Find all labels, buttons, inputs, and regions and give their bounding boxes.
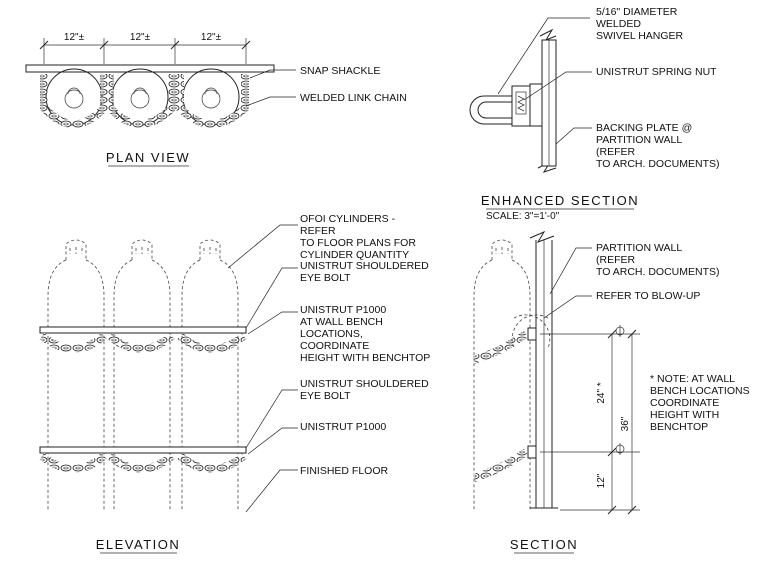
section-view: 24" * 36" 12" PARTITION WALL (REFER TO A… bbox=[472, 230, 753, 554]
elevation-view: OFOI CYLINDERS - REFER TO FLOOR PLANS FO… bbox=[39, 213, 432, 554]
plan-view-title: PLAN VIEW bbox=[106, 150, 190, 165]
elevation-lower-chain bbox=[177, 452, 247, 473]
elevation-cylinder bbox=[181, 239, 239, 510]
plan-chain bbox=[40, 74, 108, 128]
leader-welded-chain bbox=[245, 96, 296, 107]
leader-p1000-top bbox=[247, 311, 298, 335]
section-title: SECTION bbox=[510, 537, 578, 552]
note-eye-bolt-top: UNISTRUT SHOULDERED EYE BOLT bbox=[300, 260, 432, 284]
note-backing-plate: BACKING PLATE @ PARTITION WALL (REFER TO… bbox=[596, 122, 719, 170]
note-snap-shackle: SNAP SHACKLE bbox=[300, 65, 380, 77]
note-welded-link-chain: WELDED LINK CHAIN bbox=[300, 92, 407, 104]
dim-lower-12: 12" bbox=[596, 473, 607, 488]
plan-dimension-line bbox=[39, 38, 251, 64]
section-lower-bracket bbox=[527, 445, 537, 459]
plan-dim-2: 12"± bbox=[130, 32, 151, 43]
enhanced-backing-plate bbox=[529, 83, 543, 127]
section-lower-chain bbox=[472, 448, 529, 482]
note-refer-to-blow-up: REFER TO BLOW-UP bbox=[596, 290, 700, 302]
elevation-upper-chain bbox=[39, 332, 107, 353]
plan-dim-1: 12"± bbox=[64, 32, 85, 43]
section-upper-bracket bbox=[527, 327, 537, 341]
plan-view: 12"± 12"± 12"± SNAP SHACKLE WELDED LI bbox=[25, 32, 407, 167]
enhanced-unistrut-channel bbox=[511, 85, 531, 127]
section-cylinder bbox=[473, 239, 531, 510]
dim-upper-24: 24" * bbox=[596, 382, 607, 403]
note-wall-bench: * NOTE: AT WALL BENCH LOCATIONS COORDINA… bbox=[650, 373, 753, 433]
leader-finished-floor bbox=[245, 469, 298, 513]
leader-snap-shackle bbox=[249, 69, 296, 79]
elevation-lower-chain bbox=[107, 452, 175, 473]
note-eye-bolt-bottom: UNISTRUT SHOULDERED EYE BOLT bbox=[300, 378, 432, 402]
note-swivel-hanger: 5/16" DIAMETER WELDED SWIVEL HANGER bbox=[596, 6, 684, 42]
leader-cylinders bbox=[227, 224, 298, 269]
leader-eye-bolt-top bbox=[245, 267, 298, 329]
dim-overall-36: 36" bbox=[620, 416, 631, 431]
note-unistrut-p1000-top: UNISTRUT P1000 AT WALL BENCH LOCATIONS, … bbox=[300, 304, 430, 364]
elevation-title: ELEVATION bbox=[96, 537, 181, 552]
plan-chain bbox=[176, 74, 249, 128]
elevation-upper-chain bbox=[107, 332, 175, 353]
section-partition-wall bbox=[529, 230, 558, 509]
note-finished-floor: FINISHED FLOOR bbox=[300, 465, 389, 477]
leader-blow-up bbox=[543, 295, 592, 319]
leader-spring-nut bbox=[523, 71, 592, 101]
enhanced-section-title: ENHANCED SECTION bbox=[481, 193, 639, 208]
enhanced-swivel-hanger bbox=[469, 95, 512, 125]
leader-swivel-hanger bbox=[497, 17, 590, 95]
leader-backing-plate bbox=[555, 127, 592, 145]
elevation-upper-strut bbox=[39, 326, 247, 334]
section-dimensions bbox=[540, 325, 640, 515]
elevation-upper-chain bbox=[177, 332, 247, 353]
note-ofoi-cylinders: OFOI CYLINDERS - REFER TO FLOOR PLANS FO… bbox=[300, 213, 419, 261]
elevation-lower-chain bbox=[39, 452, 107, 473]
enhanced-spring-nut bbox=[515, 91, 527, 115]
section-upper-chain bbox=[472, 330, 529, 364]
leader-eye-bolt-bottom bbox=[245, 389, 298, 449]
enhanced-section-scale: SCALE: 3"=1'-0" bbox=[486, 211, 560, 222]
leader-partition-wall bbox=[549, 247, 592, 295]
plan-dim-3: 12"± bbox=[201, 32, 222, 43]
elevation-cylinder bbox=[47, 239, 105, 510]
leader-p1000-bottom bbox=[247, 427, 298, 455]
enhanced-section: 5/16" DIAMETER WELDED SWIVEL HANGER UNIS… bbox=[469, 6, 719, 222]
note-unistrut-p1000-bottom: UNISTRUT P1000 bbox=[300, 421, 386, 433]
plan-plate bbox=[25, 64, 275, 73]
blowup-circle bbox=[513, 314, 551, 349]
elevation-cylinder bbox=[113, 239, 171, 510]
elevation-lower-strut bbox=[39, 446, 247, 454]
note-spring-nut: UNISTRUT SPRING NUT bbox=[596, 66, 717, 78]
plan-chain bbox=[106, 74, 176, 128]
note-partition-wall: PARTITION WALL (REFER TO ARCH. DOCUMENTS… bbox=[596, 242, 719, 278]
